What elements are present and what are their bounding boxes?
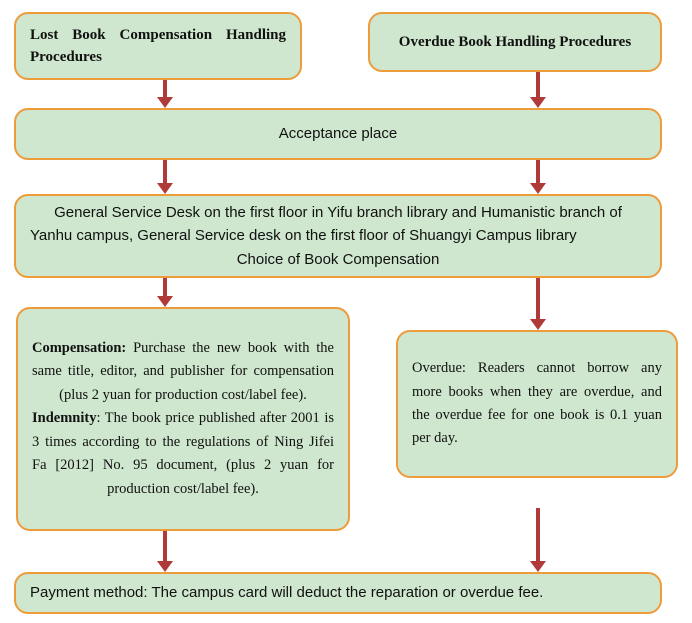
down-arrow-icon [157, 80, 173, 108]
node-payment-method-label: Payment method: The campus card will ded… [30, 584, 544, 602]
node-payment-method[interactable]: Payment method: The campus card will ded… [14, 572, 662, 614]
down-arrow-icon [530, 278, 546, 330]
node-overdue-detail[interactable]: Overdue: Readers cannot borrow any more … [396, 330, 678, 478]
arrow-head [530, 183, 546, 194]
down-arrow-icon [530, 72, 546, 108]
arrow-head [530, 97, 546, 108]
node-service-desk-body: General Service Desk on the first floor … [16, 201, 660, 271]
node-compensation-body: Compensation: Purchase the new book with… [18, 337, 348, 501]
node-overdue-detail-text: Overdue: Readers cannot borrow any more … [412, 360, 662, 447]
down-arrow-icon [157, 160, 173, 194]
node-overdue-book-handling[interactable]: Overdue Book Handling Procedures [368, 12, 662, 72]
arrow-head [157, 561, 173, 572]
paragraph-indemnity: Indemnity: The book price published afte… [32, 407, 334, 501]
node-service-desk-line-2: Yanhu campus, General Service desk on th… [30, 227, 577, 245]
node-service-desk-line-1: General Service Desk on the first floor … [54, 204, 622, 222]
node-service-desk[interactable]: General Service Desk on the first floor … [14, 194, 662, 278]
arrow-shaft [163, 278, 167, 297]
arrow-head [530, 561, 546, 572]
node-service-desk-line-3: Choice of Book Compensation [236, 250, 440, 268]
arrow-head [157, 183, 173, 194]
node-overdue-book-handling-label: Overdue Book Handling Procedures [398, 33, 632, 50]
node-compensation-indemnity[interactable]: Compensation: Purchase the new book with… [16, 307, 350, 531]
arrow-shaft [163, 80, 167, 98]
paragraph-compensation-text: Purchase the new book with the same titl… [32, 339, 334, 403]
arrow-shaft [163, 160, 167, 184]
arrow-head [157, 97, 173, 108]
paragraph-compensation: Compensation: Purchase the new book with… [32, 337, 334, 407]
down-arrow-icon [530, 160, 546, 194]
arrow-shaft [536, 160, 540, 184]
paragraph-indemnity-lead: Indemnity [32, 410, 97, 427]
arrow-shaft [536, 508, 540, 562]
arrow-shaft [536, 72, 540, 98]
node-acceptance-place[interactable]: Acceptance place [14, 108, 662, 160]
down-arrow-icon [530, 508, 546, 572]
node-acceptance-place-label: Acceptance place [278, 125, 398, 143]
paragraph-compensation-lead: Compensation: [32, 339, 127, 356]
down-arrow-icon [157, 278, 173, 307]
down-arrow-icon [157, 531, 173, 572]
arrow-head [530, 319, 546, 330]
paragraph-indemnity-text: : The book price published after 2001 is… [32, 410, 334, 497]
arrow-shaft [163, 531, 167, 562]
arrow-shaft [536, 278, 540, 320]
node-lost-book-compensation[interactable]: Lost Book Compensation Handling Procedur… [14, 12, 302, 80]
arrow-head [157, 296, 173, 307]
node-lost-book-compensation-label: Lost Book Compensation Handling Procedur… [30, 26, 286, 66]
